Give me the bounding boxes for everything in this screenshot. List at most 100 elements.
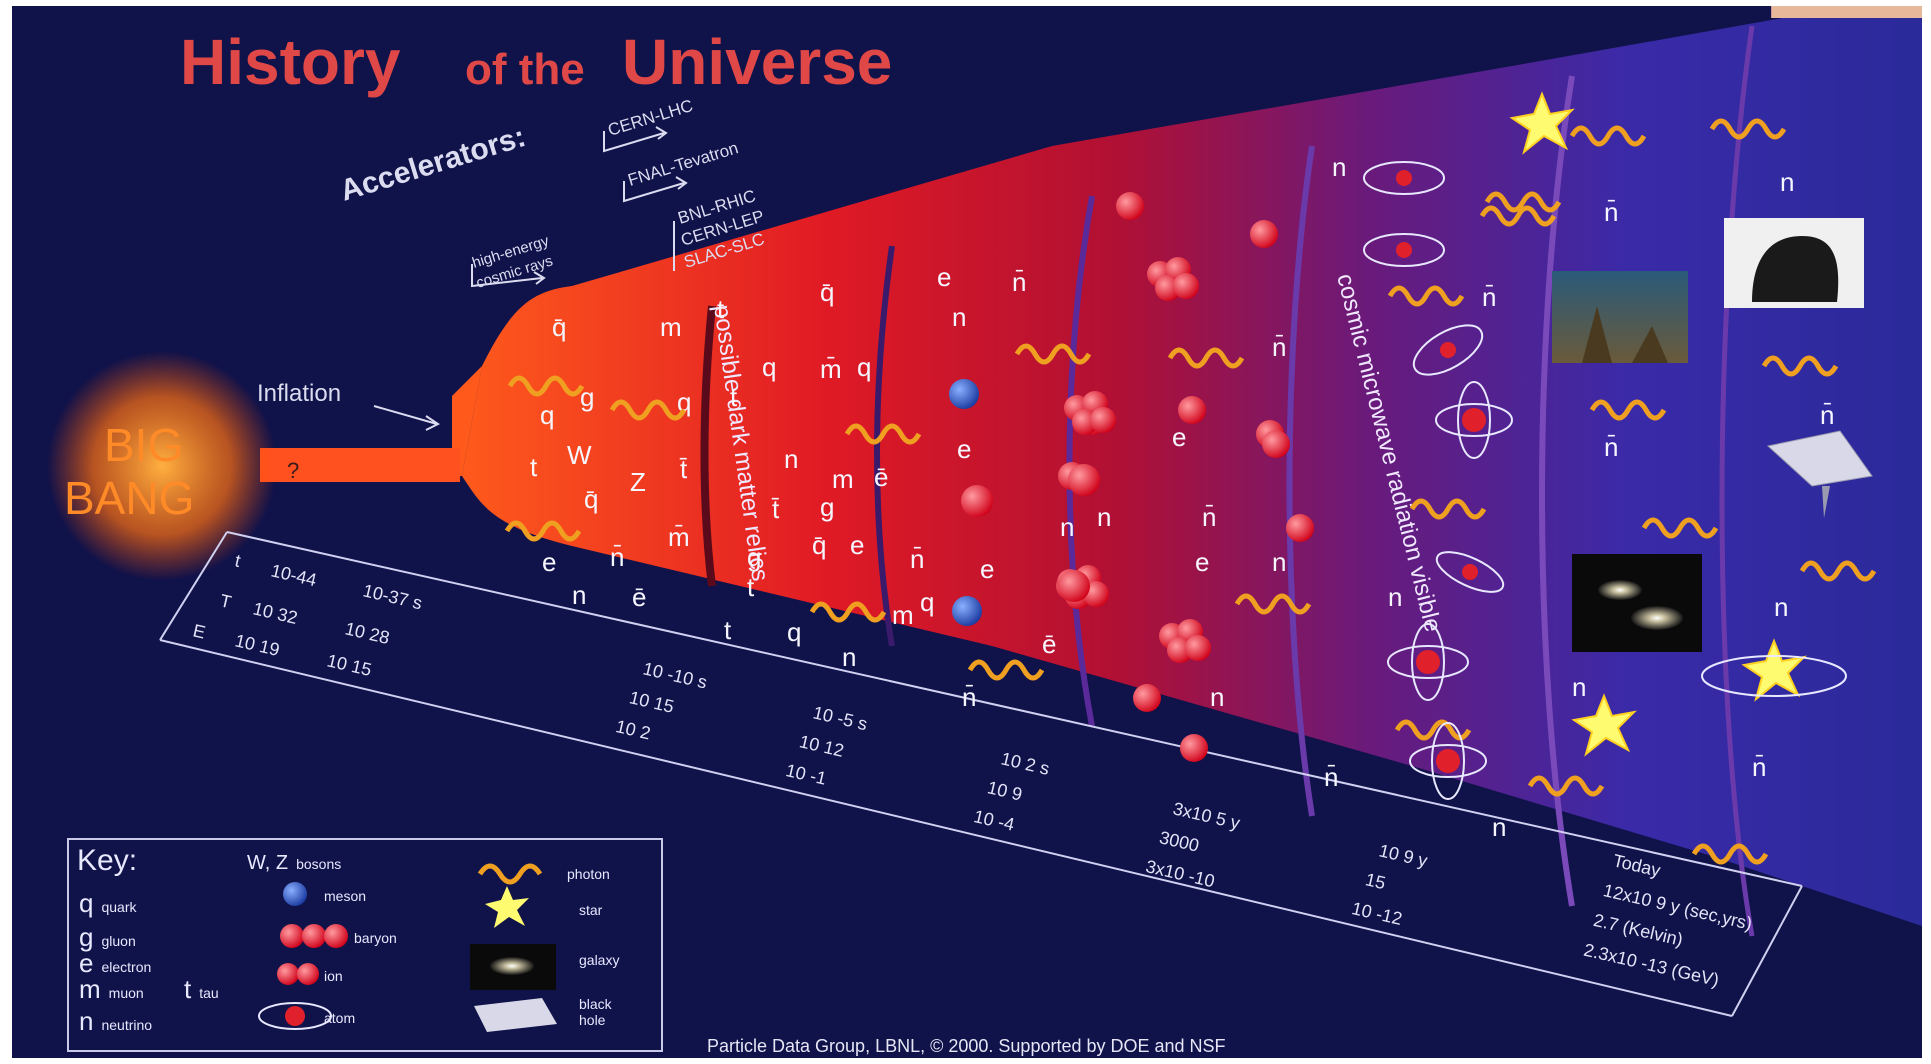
particle-e: e: [1172, 422, 1186, 452]
photon-field: [504, 118, 1877, 865]
particle-q: q: [787, 617, 801, 647]
meson-icon: [949, 379, 979, 409]
photon-icon: [1527, 775, 1605, 797]
accelerators-label: Accelerators:: [336, 120, 529, 208]
axis-T-val2: 10 28: [343, 618, 391, 648]
particle-nbar: n̄: [1604, 432, 1618, 462]
epoch-3-energy: 3x10 -10: [1144, 856, 1217, 891]
accelerator-lhc: CERN-LHC: [606, 96, 696, 140]
key-ion-label: ion: [324, 968, 343, 984]
inflation-label-group: Inflation: [257, 380, 440, 431]
particle-q: q: [677, 387, 691, 417]
key-black-hole-label: black hole: [579, 996, 612, 1028]
big-bang-line1: BIG: [104, 419, 183, 471]
title-of-the: of the: [465, 45, 585, 94]
particle-e: e: [957, 434, 971, 464]
ion-icon: [1262, 430, 1290, 458]
axis-T-val1: 10 32: [251, 598, 299, 628]
axis-t-label: t: [233, 550, 242, 571]
hadron-field: [949, 192, 1314, 762]
photon-icon: [1234, 593, 1312, 615]
particle-n: n: [1272, 547, 1286, 577]
particle-n: n: [1060, 512, 1074, 542]
epoch-5-extra: 2.3x10 -13 (GeV): [1582, 940, 1721, 991]
photon-icon: [1479, 205, 1557, 227]
epoch-5-time: Today: [1611, 850, 1662, 880]
baryon-icon: [1185, 635, 1211, 661]
particle-m: m: [832, 464, 854, 494]
particle-qbar: q̄: [812, 530, 826, 560]
meson-icon: [1068, 464, 1100, 496]
corner-tab: [1771, 6, 1922, 18]
particle-W: W: [567, 440, 592, 470]
early-question-mark: ?: [287, 458, 299, 483]
particle-nbar: n̄: [910, 544, 924, 574]
photon-icon: [1484, 191, 1562, 213]
epoch-0-time: 10 -10 s: [641, 658, 709, 692]
key-ion-icon: [277, 963, 319, 985]
baryon-icon: [1173, 273, 1199, 299]
key-meson-label: meson: [324, 888, 367, 904]
initial-axis-labels: t T E 10-44 10-37 s 10 32 10 28 10 19 10…: [191, 550, 424, 680]
photo-insets: [1552, 218, 1873, 652]
epoch-1-energy: 10 -1: [784, 760, 828, 789]
particle-nbar: n̄: [1272, 332, 1286, 362]
accelerators-panel: Accelerators: CERN-LHC FNAL-Tevatron BNL…: [336, 96, 766, 292]
particle-t: t: [724, 615, 732, 645]
key-baryon-label: baryon: [354, 930, 397, 946]
ion-icon: [1133, 684, 1161, 712]
inflation-label: Inflation: [257, 380, 341, 407]
particle-nbar: n̄: [1012, 267, 1026, 297]
particle-ebar: ē: [874, 462, 888, 492]
particle-g: g: [580, 382, 594, 412]
big-bang-label: BIG BANG: [64, 419, 194, 524]
particle-qbar: q̄: [820, 277, 834, 307]
photon-icon: [1691, 843, 1769, 865]
ion-icon: [1250, 220, 1278, 248]
ion-icon: [1286, 514, 1314, 542]
particle-e: e: [850, 530, 864, 560]
particle-nbar: n̄: [1604, 197, 1618, 227]
photon-icon: [1394, 719, 1472, 741]
photon-icon: [504, 520, 582, 542]
epoch-3-temp: 3000: [1157, 827, 1201, 855]
particle-nbar: n̄: [1752, 752, 1766, 782]
particle-n: n: [952, 302, 966, 332]
expanding-universe-cone: [260, 6, 1922, 937]
particle-ebar: ē: [632, 582, 646, 612]
big-bang-glow: [47, 351, 277, 581]
particle-e: e: [1195, 547, 1209, 577]
epoch-4-temp: 15: [1363, 869, 1387, 893]
page-title: History of the Universe: [180, 26, 892, 98]
galaxy-photo: [1572, 554, 1702, 652]
particle-n: n: [1492, 812, 1506, 842]
particle-mbar: m̄: [668, 522, 690, 552]
time-axis-frame: [159, 531, 1803, 1017]
meson-icon: [961, 485, 993, 517]
epoch-4-energy: 10 -12: [1350, 898, 1404, 929]
photon-icon: [1641, 517, 1719, 539]
particle-q: q: [857, 352, 871, 382]
big-bang-line2: BANG: [64, 472, 194, 524]
axis-E-label: E: [191, 620, 207, 642]
photon-icon: [1409, 498, 1487, 520]
particle-mbar: m̄: [820, 354, 842, 384]
history-of-universe-poster: BIG BANG ? History of the Universe Accel…: [12, 6, 1922, 1058]
star-orbit-icon: [1701, 655, 1847, 697]
key-galaxy-label: galaxy: [579, 952, 620, 968]
photon-icon: [844, 423, 922, 445]
title-history: History: [180, 26, 401, 98]
photon-icon: [1589, 399, 1667, 421]
epoch-4-time: 10 9 y: [1377, 840, 1429, 871]
photon-icon: [809, 601, 887, 623]
key-photon-label: photon: [567, 866, 610, 882]
meson-icon: [1058, 570, 1090, 602]
particle-nbar: n̄: [962, 682, 976, 712]
axis-t-val1: 10-44: [269, 560, 318, 590]
